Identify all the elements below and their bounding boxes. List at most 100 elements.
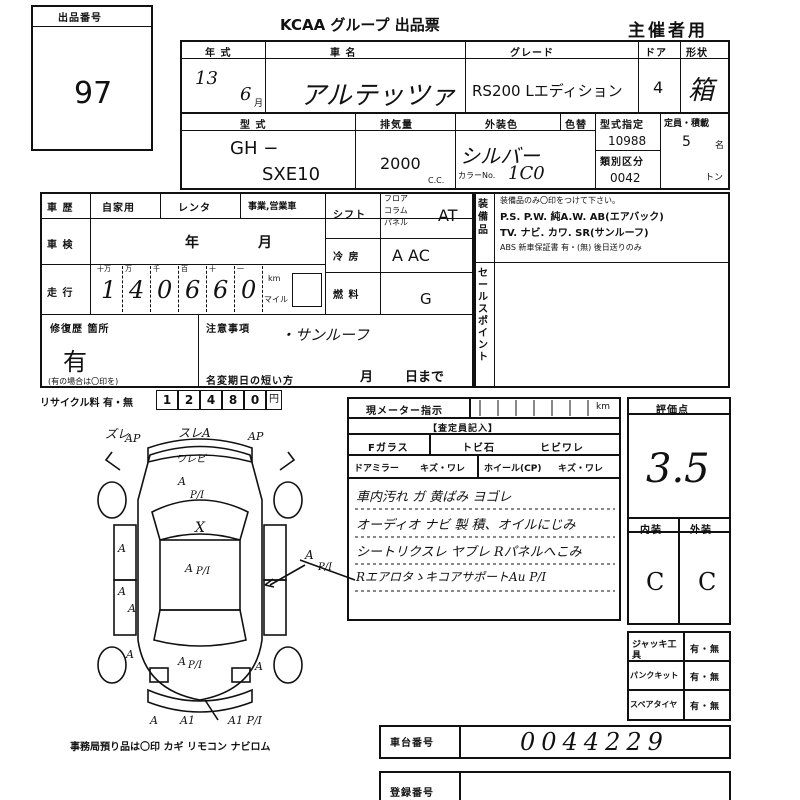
chassis-label: 車台番号 — [390, 738, 434, 749]
mileage-unit-label: 千 — [153, 265, 160, 273]
glass-label: Fガラス — [368, 443, 409, 454]
mile-label: マイル — [264, 295, 288, 304]
deadline-month: 月 — [360, 370, 374, 385]
spare-label: スペアタイヤ — [630, 700, 678, 709]
interior-grade: C — [646, 568, 665, 596]
category-value: 0042 — [610, 171, 641, 185]
repair-label: 修復歴 箇所 — [50, 324, 110, 335]
shift-value: AT — [438, 206, 458, 225]
mileage-digit: 4 — [129, 276, 145, 304]
sales-point-label: セールスポイント — [478, 268, 488, 363]
score-label: 評価点 — [656, 405, 689, 416]
remark-line: 車内汚れ ガ 黄ばみ ヨゴレ — [356, 490, 512, 505]
exterior-color-label: 外装色 — [485, 120, 518, 131]
month-unit: 月 — [254, 99, 264, 109]
diagram-mark: A1 P/I — [228, 714, 262, 727]
recycle-digit: 0 — [244, 390, 266, 410]
wheel-label: ホイール(CP) — [484, 464, 542, 474]
exterior-color-value: シルバー — [460, 144, 540, 168]
diagram-mark: P/I — [318, 562, 333, 573]
grade-value: RS200 Lエディション — [472, 82, 623, 100]
load-unit: トン — [705, 173, 724, 183]
year-label: 年 式 — [205, 48, 232, 59]
capacity-unit: 名 — [715, 141, 725, 151]
exterior-label: 外装 — [690, 525, 712, 536]
type-designation-value: 10988 — [608, 134, 647, 148]
mile-checkbox — [292, 273, 322, 307]
equipment-line-1: P.S. P.W. 純A.W. AB(エアバック) — [500, 212, 664, 223]
model-prefix: GH − — [230, 138, 279, 159]
paint-label: 色替 — [565, 120, 587, 131]
inspection-label: 車 検 — [47, 240, 74, 251]
lot-number-label: 出品番号 — [58, 13, 102, 24]
registration-label: 登録番号 — [390, 788, 434, 799]
diagram-mark: A — [178, 475, 186, 488]
puncture-value: 有・無 — [690, 673, 721, 683]
meter-label: 現メーター指示 — [366, 406, 443, 417]
jack-value: 有・無 — [690, 645, 721, 655]
diagram-mark: ワレビ — [176, 454, 206, 465]
lot-number: 97 — [74, 76, 113, 111]
car-name: アルテッツァ — [300, 81, 456, 111]
remark-line: RエアロタゝキコアサポートAu P/I — [356, 570, 547, 584]
jack-label: ジャッキ工具 — [632, 640, 677, 661]
inspection-month: 月 — [258, 235, 272, 251]
ac-label: 冷 房 — [333, 252, 360, 263]
displacement-value: 2000 — [380, 154, 421, 173]
equipment-label: 装備品 — [478, 199, 488, 236]
diagram-mark: AP — [248, 430, 264, 443]
diagram-mark: A1 — [180, 714, 195, 727]
exterior-grade: C — [698, 568, 717, 596]
mirror-value: キズ・ワレ — [420, 464, 466, 474]
sheet-title: KCAA グループ 出品票 — [280, 16, 440, 34]
month-value: 6 — [240, 84, 252, 105]
mileage-digit: 0 — [241, 276, 257, 304]
history-label: 車 歴 — [47, 203, 74, 214]
category-label: 類別区分 — [600, 157, 644, 168]
capacity-label: 定員・積載 — [664, 119, 710, 129]
diagram-mark: A — [150, 714, 158, 727]
diagram-mark: A — [118, 542, 126, 555]
mirror-label: ドアミラー — [354, 464, 399, 474]
equipment-box — [474, 192, 730, 388]
repair-note: (有の場合は〇印を) — [48, 377, 119, 386]
body-label: 形状 — [686, 48, 708, 59]
mileage-unit-label: 十 — [209, 265, 216, 273]
mileage-unit-label: 万 — [125, 265, 132, 273]
mileage-digit: 0 — [157, 276, 173, 304]
recycle-digit: 1 — [156, 390, 178, 410]
glass-chip: トビ石 — [462, 443, 495, 454]
glass-crack: ヒビワレ — [540, 443, 584, 454]
remark-line: オーディオ ナビ 製 積、オイルにじみ — [356, 518, 576, 533]
diagram-mark: AP — [125, 432, 141, 445]
recycle-unit: 円 — [266, 390, 282, 410]
shift-label: シフト — [333, 210, 366, 221]
diagram-mark: A — [305, 548, 314, 562]
history-option-rental: レンタ — [178, 203, 211, 214]
car-name-label: 車 名 — [330, 48, 357, 59]
color-no-label: カラーNo. — [458, 171, 496, 180]
history-box — [40, 192, 474, 388]
type-designation-label: 型式指定 — [600, 120, 644, 131]
history-option-private: 自家用 — [102, 203, 135, 214]
shift-option-column: コラム — [384, 206, 408, 215]
km-label: km — [268, 274, 281, 283]
remark-line: シートリクスレ ヤブレ Rパネルへこみ — [356, 545, 582, 560]
equipment-note: 装備品のみ〇印をつけて下さい。 — [500, 196, 620, 205]
diagram-footer: 事務局預り品は〇印 カギ リモコン ナビロム — [70, 742, 271, 753]
lot-number-box — [31, 5, 153, 151]
mileage-digit: 1 — [101, 276, 117, 304]
recycle-digit: 4 — [200, 390, 222, 410]
recycle-digit: 8 — [222, 390, 244, 410]
doors-value: 4 — [653, 78, 664, 97]
notes-value: ・サンルーフ — [280, 326, 370, 344]
diagram-mark: P/I — [190, 490, 205, 501]
model-label: 型 式 — [240, 120, 267, 131]
puncture-label: パンクキット — [630, 671, 679, 680]
